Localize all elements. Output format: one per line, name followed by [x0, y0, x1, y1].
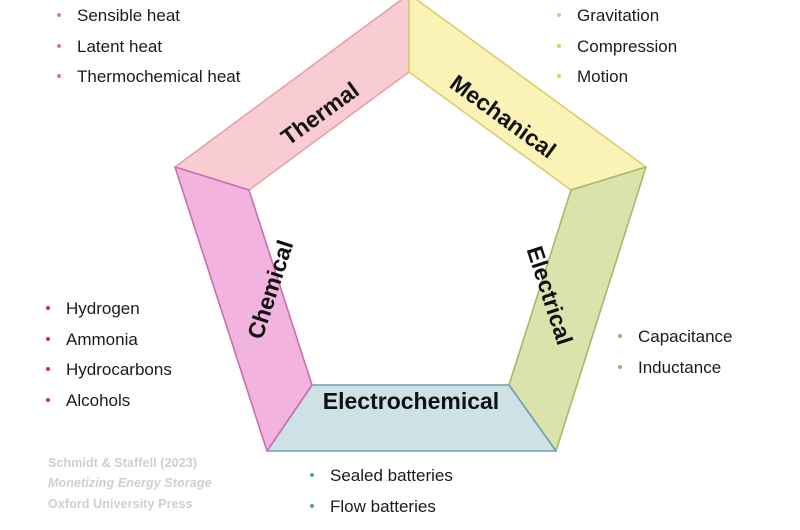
list-item: Latent heat — [57, 37, 240, 57]
bullet-dot-icon — [618, 334, 622, 338]
segment-electrical[interactable] — [508, 166, 647, 452]
list-item-label: Motion — [577, 67, 629, 87]
list-item: Capacitance — [618, 327, 733, 347]
citation-publisher: Oxford University Press — [48, 496, 193, 511]
list-item: Alcohols — [46, 391, 172, 411]
bullet-dot-icon — [618, 364, 622, 369]
list-item-label: Ammonia — [66, 329, 138, 349]
citation-authors: Schmidt & Staffell (2023) — [48, 456, 198, 470]
bullet-dot-icon — [46, 367, 50, 372]
list-item-label: Sealed batteries — [330, 466, 453, 485]
citation-title: Monetizing Energy Storage — [48, 476, 212, 491]
list-item: Ammonia — [46, 330, 172, 350]
bullet-dot-icon — [57, 74, 61, 79]
bullet-dot-icon — [57, 43, 61, 48]
list-item-label: Compression — [577, 36, 678, 56]
list-item-label: Latent heat — [77, 36, 163, 56]
bullet-dot-icon — [557, 43, 561, 48]
bullet-dot-icon — [57, 13, 61, 17]
segment-label-electrochemical: Electrochemical — [323, 388, 499, 414]
list-item-label: Capacitance — [638, 327, 733, 346]
bullet-dot-icon — [310, 503, 314, 508]
bullet-dot-icon — [310, 473, 314, 477]
list-item-label: Inductance — [638, 357, 722, 377]
bullet-dot-icon — [46, 306, 50, 310]
bullet-dot-icon — [46, 336, 50, 341]
pentagon-segments — [174, 0, 647, 452]
segment-chemical[interactable] — [174, 166, 313, 452]
list-item-label: Thermochemical heat — [77, 67, 241, 87]
list-item: Compression — [557, 37, 677, 57]
list-item-label: Hydrocarbons — [66, 360, 172, 380]
list-item: Gravitation — [557, 6, 677, 26]
list-item: Hydrocarbons — [46, 360, 172, 380]
list-item-label: Hydrogen — [66, 299, 140, 318]
list-item: Sensible heat — [57, 6, 240, 26]
bullet-dot-icon — [46, 397, 50, 402]
list-item: Thermochemical heat — [57, 67, 240, 87]
list-item: Motion — [557, 67, 677, 87]
bullet-dot-icon — [557, 13, 561, 17]
bullet-dot-icon — [557, 74, 561, 79]
list-item-label: Gravitation — [577, 6, 660, 25]
list-item: Hydrogen — [46, 299, 172, 319]
list-item-label: Flow batteries — [330, 496, 436, 516]
list-item-label: Sensible heat — [77, 6, 181, 25]
citation-block: Schmidt & Staffell (2023) Monetizing Ene… — [48, 453, 212, 514]
list-item: Inductance — [618, 358, 733, 378]
list-item-label: Alcohols — [66, 390, 131, 410]
list-item: Flow batteries — [310, 497, 453, 517]
list-item: Sealed batteries — [310, 466, 453, 486]
